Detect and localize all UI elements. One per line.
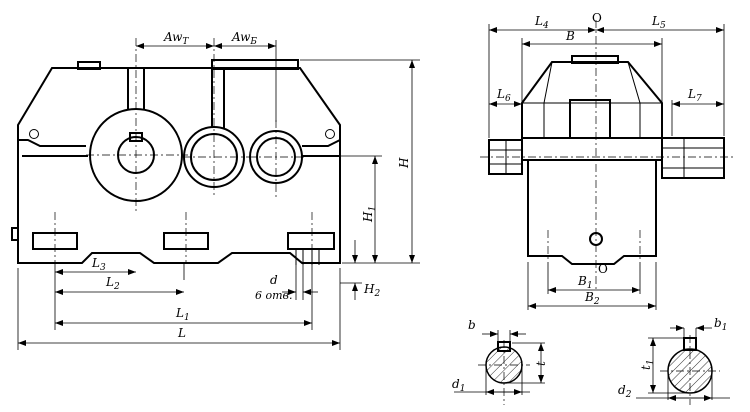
side-extension-lines [488, 24, 725, 310]
front-centerlines [54, 38, 313, 262]
holes-label: 6 отв. [255, 289, 292, 302]
side-top-boss [571, 55, 619, 64]
front-housing-outline [17, 67, 341, 264]
o-bottom-label: O [598, 262, 608, 276]
side-centerlines [480, 20, 735, 290]
shaft-section-right-centerlines [660, 335, 720, 405]
d-label: d [270, 273, 278, 287]
h2-label: H2 [363, 282, 380, 299]
shaft-section-right: b1 t1 d2 [618, 316, 730, 405]
b-small-label: b [468, 318, 476, 332]
shaft-section-right-ext [648, 328, 713, 400]
l6-label: L6 [496, 87, 511, 104]
side-view: L4 L5 O B L6 L7 O B1 B2 [480, 11, 735, 310]
front-bolt-hole [295, 249, 320, 265]
l-label: L [177, 326, 186, 340]
o-top-label: O [592, 11, 602, 25]
side-shaft-right [661, 137, 725, 179]
l4-label: L4 [534, 14, 549, 31]
h-label: H [397, 157, 411, 169]
l1-label: L1 [175, 306, 190, 323]
side-shaft-right-detail [662, 138, 724, 178]
b1-label: B1 [577, 274, 593, 291]
l7-label: L7 [687, 87, 702, 104]
front-top-boss-right [211, 59, 299, 70]
front-top-boss-left [77, 61, 101, 70]
shaft-section-left-centerlines [478, 340, 530, 405]
t-label: t [534, 361, 548, 366]
front-side-hole-right [325, 129, 335, 139]
front-side-hole-left [29, 129, 39, 139]
front-flange-line [18, 139, 341, 157]
d2-label: d2 [618, 383, 632, 400]
b-label: B [565, 29, 575, 43]
front-extension-lines [17, 59, 420, 350]
shaft-section-left: b t d1 [452, 318, 548, 405]
h1-label: H1 [361, 206, 378, 223]
front-drain-plug [11, 227, 19, 241]
b1-small-label: b1 [714, 316, 727, 333]
aw-b-label: AwБ [231, 30, 257, 47]
l3-label: L3 [91, 256, 106, 273]
side-inspection-cover [569, 99, 611, 139]
aw-t-label: AwT [163, 30, 189, 47]
b2-label: B2 [584, 290, 600, 307]
d1-label: d1 [452, 377, 465, 394]
l5-label: L5 [651, 14, 666, 31]
front-view: AwT AwБ H H1 H2 L3 L2 d 6 отв. L1 L [11, 30, 420, 350]
front-rib-right [211, 69, 225, 132]
l2-label: L2 [105, 275, 120, 292]
side-slope-lines [522, 61, 662, 138]
front-base-window-right [287, 232, 335, 250]
side-shaft-left-detail [489, 140, 522, 174]
t1-label: t1 [639, 359, 656, 370]
